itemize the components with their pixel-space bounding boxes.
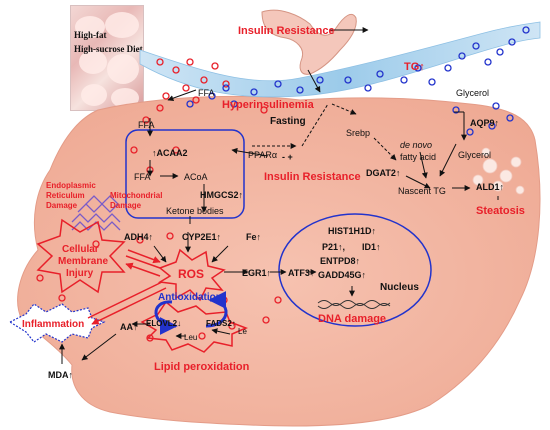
hist1h1d-label: HIST1H1D↑ — [328, 226, 376, 236]
er-damage-label-1: Endoplasmic — [46, 181, 96, 190]
pathway-arrows — [59, 27, 499, 364]
ppara-label: PPARα — [248, 150, 277, 160]
fatty-acid-label: fatty acid — [400, 152, 436, 162]
diet-label-1: High-fat — [74, 30, 107, 40]
liver-shape — [17, 95, 541, 427]
ffa-mito-label: FFA — [134, 172, 151, 182]
ald1-label: ALD1↑ — [476, 182, 504, 192]
steatosis-droplets — [472, 147, 525, 195]
ros-damage-arrows — [87, 249, 167, 325]
nascent-tg-label: Nascent TG — [398, 186, 446, 196]
antioxidation-loop-right — [205, 291, 228, 328]
lipid-peroxidation-label: Lipid peroxidation — [154, 361, 250, 373]
steatosis-label: Steatosis — [476, 205, 525, 217]
egr1-label: EGR1↑ — [242, 268, 271, 278]
er-damage-label-3: Damage — [46, 201, 78, 210]
lipid-peroxidation-star — [140, 300, 249, 353]
ppara-sign-label: - + — [282, 152, 293, 162]
cellular-injury-star — [36, 218, 126, 294]
de-novo-label: de novo — [400, 140, 432, 150]
hyperinsulinemia-label: Hyperinsulinemia — [222, 99, 315, 111]
insulin-resistance-mid-label: Insulin Resistance — [264, 171, 361, 183]
antioxidation-loop-left — [154, 300, 178, 335]
acoa-label: ACoA — [184, 172, 208, 182]
mito-damage-label-1: Mitochondrial — [110, 191, 162, 200]
ffa-blood-label: FFA — [198, 88, 215, 98]
dna-strand-icon — [317, 300, 391, 309]
tg-label: TG↑ — [404, 61, 425, 73]
glycerol-cell-label: Glycerol — [458, 150, 491, 160]
ros-label: ROS — [178, 267, 204, 281]
pancreas-shape — [261, 9, 357, 75]
entpd8-label: ENTPD8↑ — [320, 256, 360, 266]
fasting-label: Fasting — [270, 116, 306, 127]
fe-label: Fe↑ — [246, 232, 261, 242]
mito-damage-label-2: Damage — [110, 201, 142, 210]
diagram-labels: Insulin Resistance TG↑ FFA Hyperinsuline… — [22, 25, 525, 380]
mitochondrion-box — [125, 129, 245, 219]
cellular-label-1: Cellular — [62, 244, 99, 255]
aqp9-label: AQP9↑ — [470, 118, 499, 128]
er-damage-label-2: Reticulum — [46, 191, 85, 200]
gadd45g-label: GADD45G↑ — [318, 270, 366, 280]
insulin-resistance-top-label: Insulin Resistance — [238, 25, 335, 37]
glycerol-blood-label: Glycerol — [456, 88, 489, 98]
antioxidation-label: Antioxidation↓ — [158, 292, 227, 303]
id1-label: ID1↑ — [362, 242, 381, 252]
cyp2e1-label: CYP2E1↑ — [182, 232, 221, 242]
cellular-label-3: Injury — [66, 268, 94, 279]
fads2-label: FADS2↑ — [206, 319, 236, 328]
mda-label: MDA↑ — [48, 370, 73, 380]
nucleus-label: Nucleus — [380, 282, 419, 293]
leu-label: Leu — [184, 333, 197, 342]
p21-label: P21↑, — [322, 242, 345, 252]
inflammation-star — [8, 303, 106, 343]
nucleus-ellipse — [278, 213, 432, 327]
ros-star — [157, 248, 226, 302]
acaa2-label: ↑ACAA2 — [152, 148, 188, 158]
diet-photo — [70, 5, 144, 111]
cellular-label-2: Membrane — [58, 256, 108, 267]
elovl2-label: ELOVL2↓ — [146, 319, 181, 328]
ffa-cell-label: FFA — [138, 120, 155, 130]
ketone-label: Ketone bodies — [166, 206, 224, 216]
inflammation-label: Inflammation — [22, 319, 84, 330]
aa-label: AA↑ — [120, 322, 138, 332]
hmgcs2-label: HMGCS2↑ — [200, 190, 243, 200]
glycerol-molecules — [186, 26, 530, 136]
adh4-label: ADH4↑ — [124, 232, 153, 242]
er-wave-icon — [71, 195, 121, 231]
srebp-label: Srebp — [346, 128, 370, 138]
dna-damage-label: DNA damage — [318, 313, 386, 325]
dgat2-label: DGAT2↑ — [366, 168, 400, 178]
le-label: Le — [238, 327, 247, 336]
blood-vessel — [139, 21, 541, 98]
diet-label-2: High-sucrose Diet — [74, 44, 143, 54]
atf3-label: ATF3↑ — [288, 268, 314, 278]
